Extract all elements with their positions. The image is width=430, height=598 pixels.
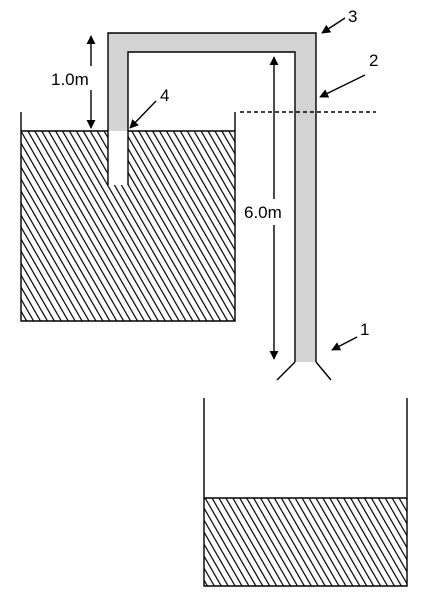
pointer-2: 2 <box>319 51 378 98</box>
lower-tank-water <box>204 498 407 586</box>
point-1-label: 1 <box>360 320 369 339</box>
pointer-3-arrow <box>321 17 346 34</box>
upper-tank-walls <box>20 112 236 322</box>
dimension-long: 6.0m <box>240 56 292 360</box>
pointer-4-arrow <box>129 100 157 129</box>
pointer-3: 3 <box>321 7 357 34</box>
pipe-inner-wall <box>127 51 296 362</box>
dimension-short: 1.0m <box>48 35 100 129</box>
siphon-pipe <box>107 32 332 381</box>
point-2-label: 2 <box>369 51 378 70</box>
pipe-inlet-submerged <box>108 131 128 185</box>
pipe-outlet-flare-left <box>276 361 296 381</box>
pipe-outer-wall <box>107 32 317 362</box>
pointer-1-arrow <box>331 336 358 351</box>
pipe-outlet-flare-right <box>315 361 332 381</box>
lower-tank-walls <box>203 398 408 587</box>
point-4-label: 4 <box>160 86 169 105</box>
point-3-label: 3 <box>348 7 357 26</box>
dimension-short-label: 1.0m <box>51 70 89 89</box>
dimension-long-label: 6.0m <box>244 203 282 222</box>
lower-tank <box>203 398 408 587</box>
pointer-2-arrow <box>319 74 366 98</box>
pointer-4: 4 <box>129 86 169 129</box>
pointer-1: 1 <box>331 320 369 351</box>
